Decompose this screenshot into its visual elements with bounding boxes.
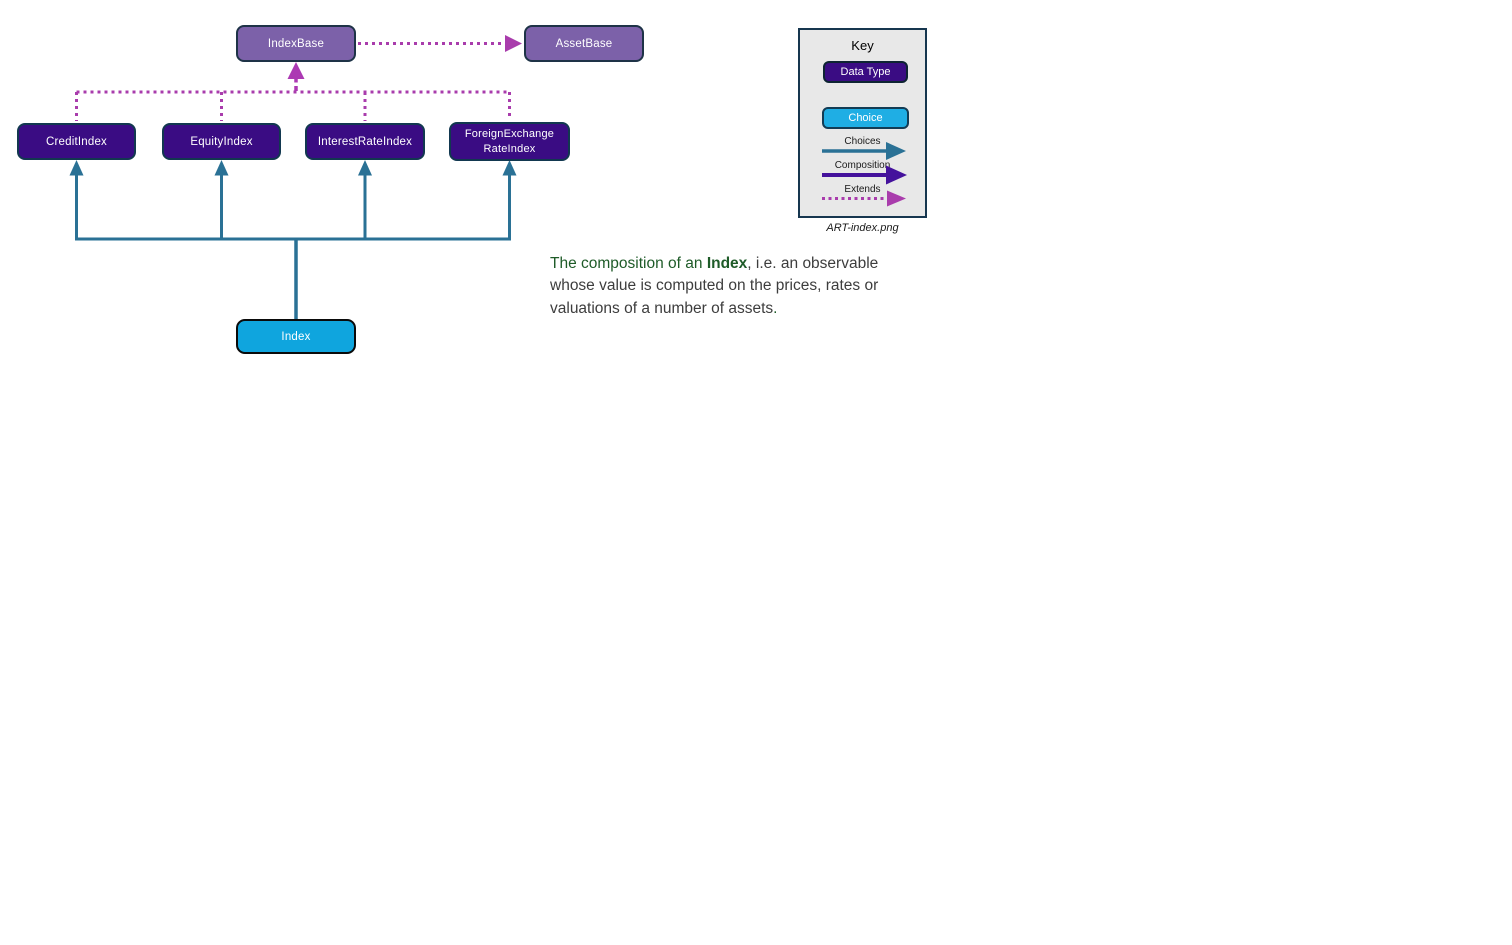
key-title: Key bbox=[851, 38, 874, 53]
key-data-type-swatch: Data Type bbox=[823, 61, 908, 83]
description-text: The composition of an Index, i.e. an obs… bbox=[550, 253, 925, 320]
node-foreign-exchange-rate-index: ForeignExchange RateIndex bbox=[449, 122, 570, 161]
description-term: Index bbox=[706, 255, 748, 272]
key-choice-swatch: Choice bbox=[822, 107, 909, 129]
node-asset-base: AssetBase bbox=[524, 25, 644, 62]
node-index-base: IndexBase bbox=[236, 25, 356, 62]
description-period: . bbox=[773, 299, 778, 317]
key-extends-label: Extends bbox=[844, 184, 881, 195]
node-credit-index: CreditIndex bbox=[17, 123, 136, 160]
description-body: , i.e. an observable whose value is comp… bbox=[550, 255, 879, 317]
description-lead: The composition of an bbox=[550, 255, 707, 272]
key-caption: ART-index.png bbox=[826, 222, 899, 234]
node-interest-rate-index: InterestRateIndex bbox=[305, 123, 425, 160]
node-index: Index bbox=[236, 319, 356, 354]
node-equity-index: EquityIndex bbox=[162, 123, 281, 160]
choices-connector-index-to-subindices bbox=[69, 160, 517, 320]
extends-arrow-indexbase-to-assetbase bbox=[358, 35, 522, 52]
key-choices-label: Choices bbox=[844, 136, 881, 147]
key-panel: Key Data Type Choice Choices Composition… bbox=[798, 28, 927, 218]
key-composition-label: Composition bbox=[834, 160, 891, 171]
extends-arrowhead-up bbox=[287, 62, 305, 79]
extends-connector-subindices-to-indexbase bbox=[75, 62, 511, 121]
